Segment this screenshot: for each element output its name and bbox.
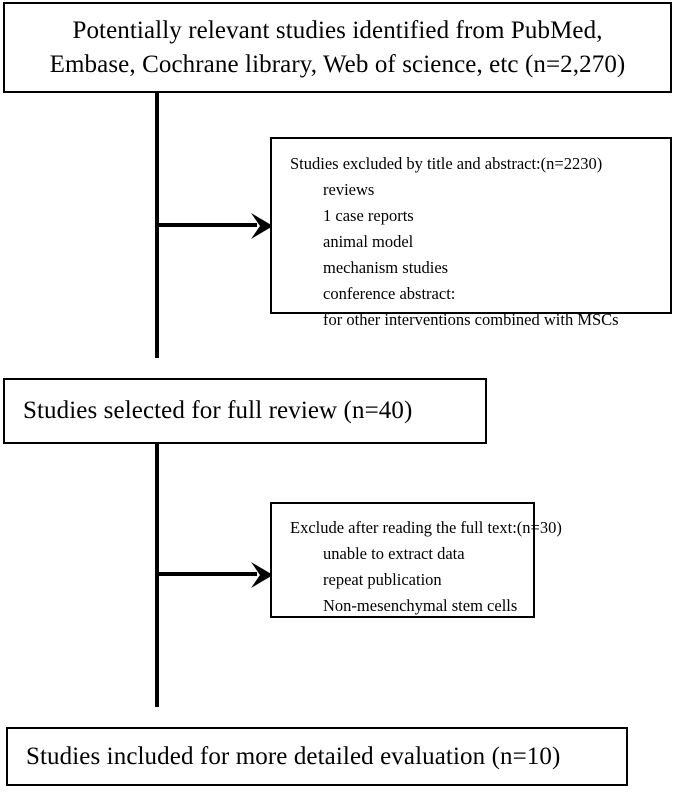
connector-identified-to-excluded-title-line [157, 223, 257, 227]
node-identified-studies: Potentially relevant studies identified … [3, 2, 672, 93]
excluded-fulltext-item: Non-mesenchymal stem cells [323, 596, 518, 616]
excluded-title-item: reviews [323, 180, 375, 200]
excluded-title-item: animal model [323, 232, 414, 252]
node-excluded-by-title-and-abstract: Studies excluded by title and abstract:(… [270, 137, 672, 329]
excluded-title-heading: Studies excluded by title and abstract:(… [290, 154, 603, 173]
node-excluded-after-full-text: Exclude after reading the full text:(n=3… [270, 502, 562, 618]
node-studies-selected-full-review-text: Studies selected for full review (n=40) [23, 397, 413, 424]
excluded-title-item: for other interventions combined with MS… [323, 310, 619, 330]
identified-line-2: Embase, Cochrane library, Web of science… [49, 50, 626, 78]
excluded-title-content: Studies excluded by title and abstract:(… [272, 139, 619, 333]
excluded-fulltext-content: Exclude after reading the full text:(n=3… [272, 504, 562, 619]
excluded-fulltext-item: unable to extract data [323, 544, 465, 564]
excluded-title-item: 1 case reports [323, 206, 414, 226]
arrowhead-identified-to-excluded-title [251, 213, 273, 239]
excluded-fulltext-heading: Exclude after reading the full text:(n=3… [290, 518, 562, 537]
excluded-fulltext-item: repeat publication [323, 570, 442, 590]
node-studies-selected-full-review: Studies selected for full review (n=40) [3, 378, 487, 444]
arrowhead-selected-to-excluded-fulltext [251, 562, 273, 588]
node-studies-included-detailed-evaluation-text: Studies included for more detailed evalu… [26, 742, 561, 770]
identified-line-1: Potentially relevant studies identified … [72, 16, 603, 44]
excluded-title-item: mechanism studies [323, 258, 449, 278]
excluded-title-item: conference abstract: [323, 284, 456, 304]
connector-selected-to-excluded-fulltext-line [157, 572, 257, 576]
node-identified-studies-text: Potentially relevant studies identified … [44, 14, 632, 82]
node-studies-included-detailed-evaluation: Studies included for more detailed evalu… [6, 727, 628, 786]
